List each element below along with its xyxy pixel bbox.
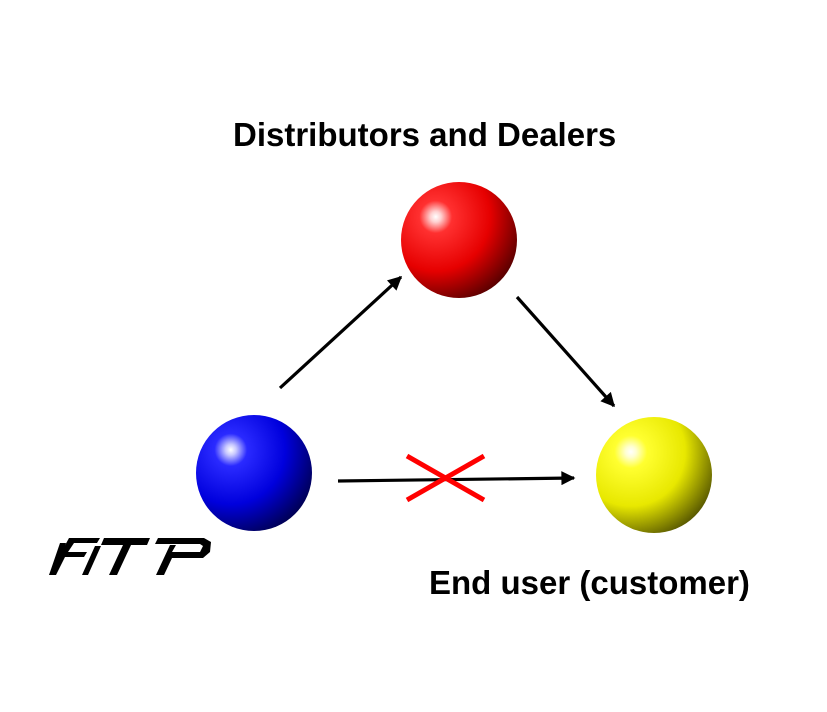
ftp-logo xyxy=(49,538,211,575)
distributor-sphere xyxy=(401,182,517,298)
arrow-manufacturer-to-end-user xyxy=(337,471,576,486)
end-user-sphere xyxy=(596,417,712,533)
arrow-distributor-to-end-user xyxy=(515,295,616,408)
manufacturer-sphere xyxy=(196,415,312,531)
end-user-label: End user (customer) xyxy=(429,564,750,601)
distributors-label: Distributors and Dealers xyxy=(233,116,617,153)
blocked-cross-icon xyxy=(405,453,486,503)
arrow-manufacturer-to-distributor xyxy=(278,275,403,390)
